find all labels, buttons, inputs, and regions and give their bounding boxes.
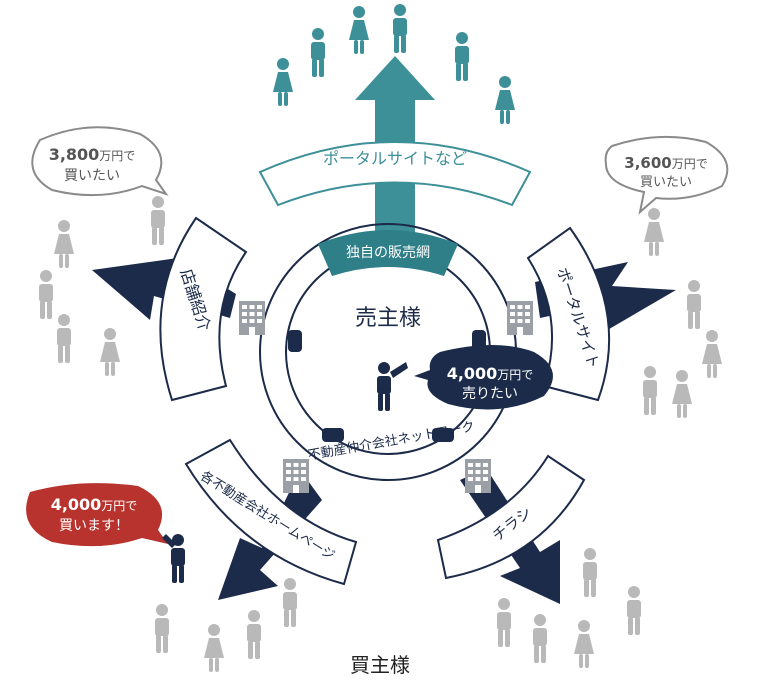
svg-text:4,000万円で: 4,000万円で [51,495,138,514]
buyer-left-amount: 3,800 [49,145,100,164]
buyer-bubble-right [604,135,729,215]
channel-panel-store [159,216,248,402]
buyer-bubble-offer [26,483,168,547]
channel-panel-homepage [184,438,358,586]
inner-tab-label: 独自の販売網 [346,245,430,261]
buyer-left-line2: 買いたい [64,168,120,184]
buyer-right-amount: 3,600 [624,154,671,172]
buyer-offer-line2: 買います！ [59,518,129,534]
inner-tab [318,230,458,276]
svg-text:3,600万円で: 3,600万円で [624,154,707,172]
footer-label: 買主様 [350,653,410,677]
channel-panel-portal-top [258,141,532,207]
channel-portal-top-label: ポータルサイトなど [323,149,467,168]
buyer-bubble-left [31,126,169,197]
buyer-right-line2: 買いたい [640,175,692,190]
seller-bubble-line2: 売りたい [462,386,518,402]
seller-bubble [414,345,553,410]
buyer-right-unit: 万円で [672,157,708,171]
seller-bubble-unit: 万円で [497,368,533,382]
buyer-offer-amount: 4,000 [51,495,102,514]
svg-text:4,000万円で: 4,000万円で [447,364,534,383]
buyer-offer-icon [162,534,185,583]
buyer-left-unit: 万円で [99,149,135,163]
seller-icon [377,362,408,411]
channel-panel-portal-right [526,226,611,402]
buyer-offer-unit: 万円で [101,499,137,513]
channel-panel-flyer [436,454,586,580]
center-label: 売主様 [355,306,421,331]
seller-bubble-amount: 4,000 [447,364,498,383]
svg-text:3,800万円で: 3,800万円で [49,145,136,164]
